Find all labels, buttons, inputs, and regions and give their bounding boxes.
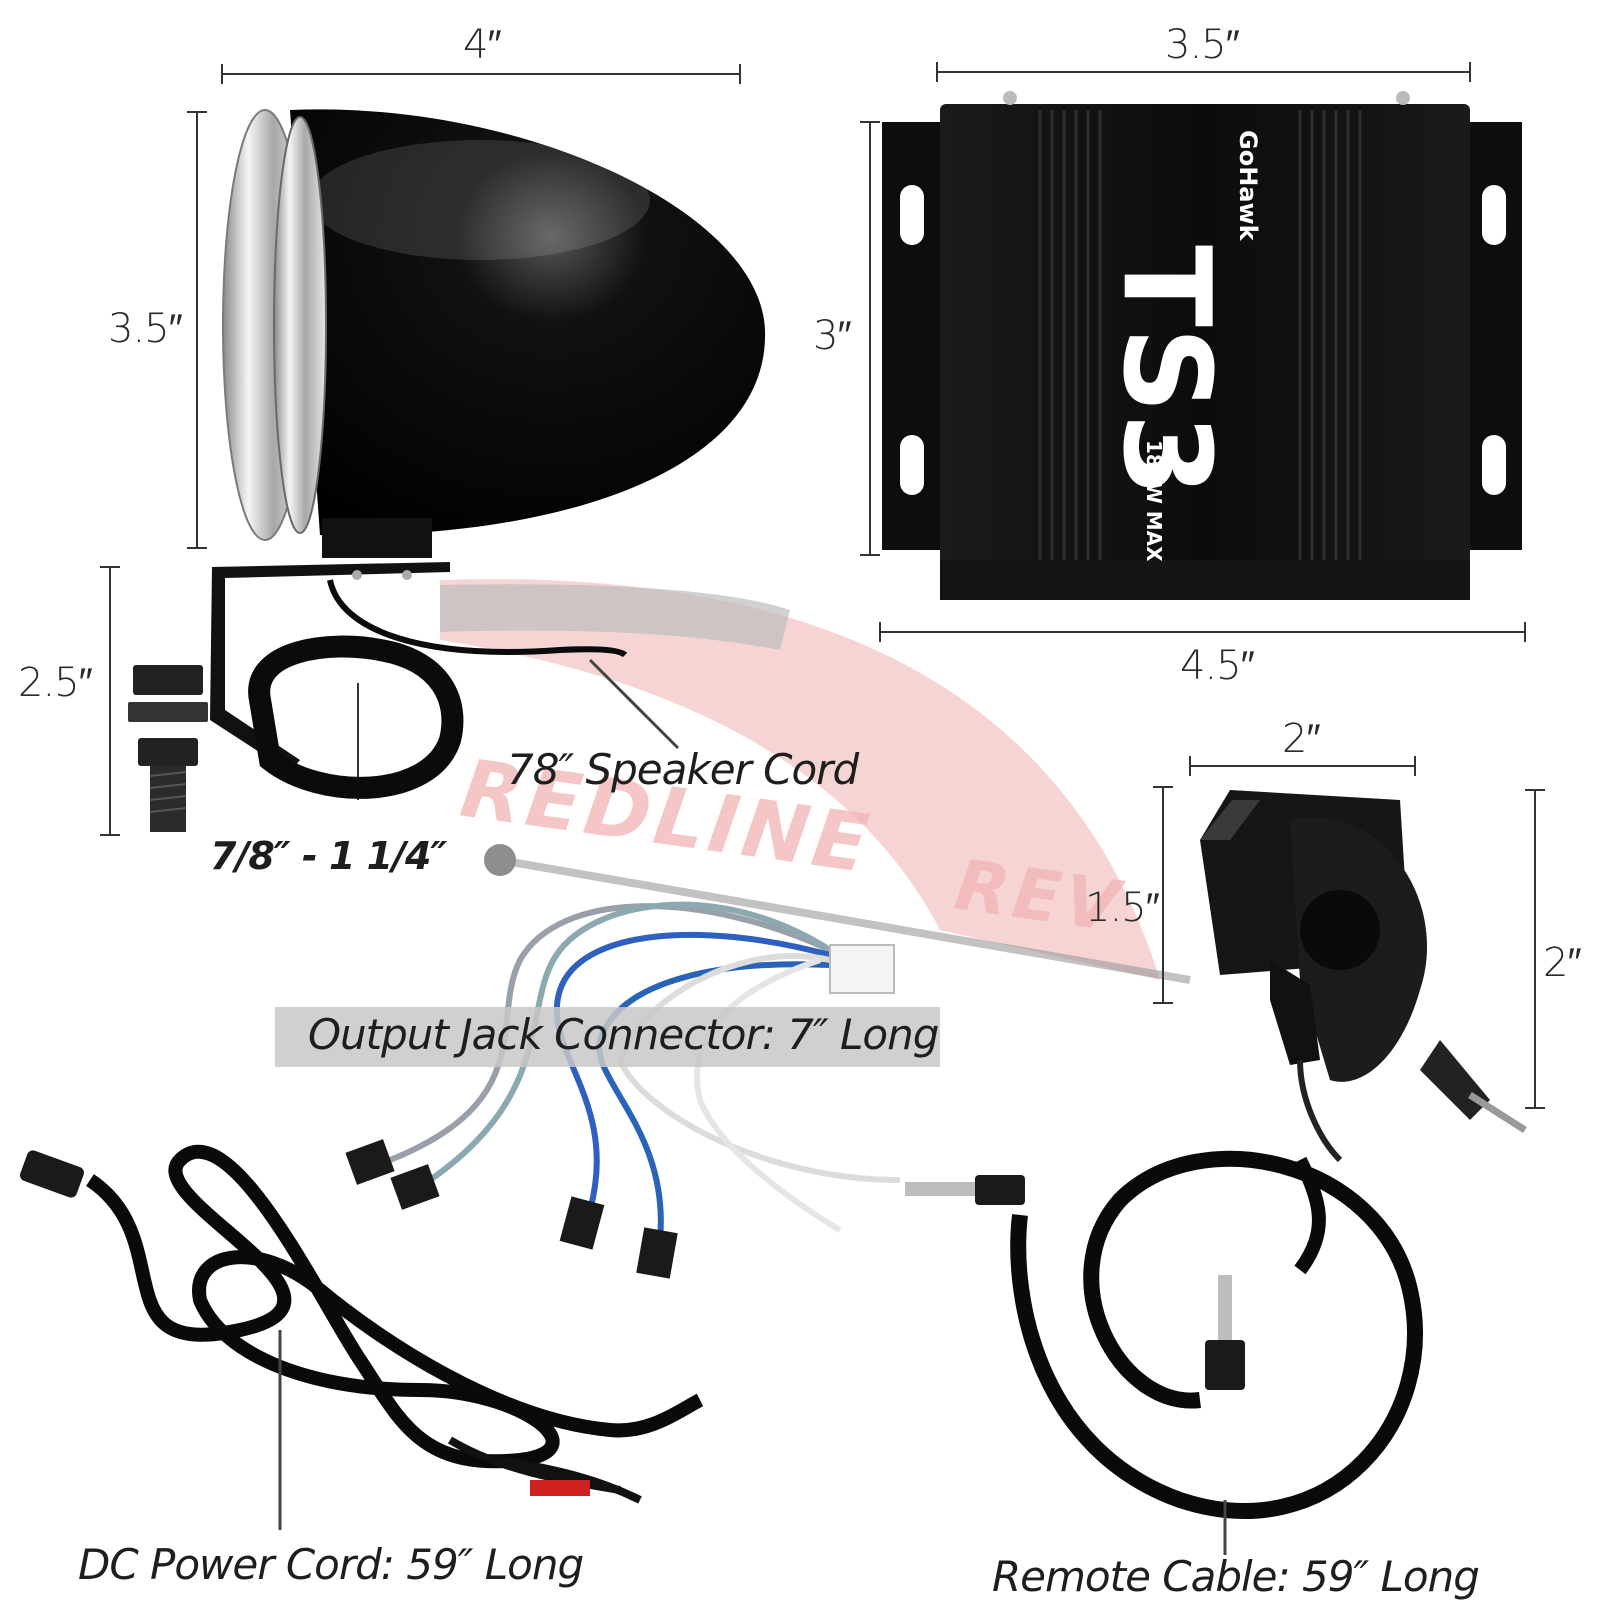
remote-control — [1200, 790, 1527, 1163]
amplifier — [882, 91, 1522, 600]
amp-height-label: 3″ — [813, 313, 852, 359]
remote-cable — [1010, 1150, 1423, 1519]
clamp-range-label: 7/8″ - 1 1/4″ — [210, 834, 447, 878]
watermark-arc — [440, 579, 1160, 980]
speaker-height-label: 3.5″ — [108, 306, 183, 352]
amp-power-label: 180W MAX — [1142, 440, 1166, 562]
watermark-needle-hub — [484, 844, 516, 876]
remote-plug2-body — [1205, 1340, 1245, 1390]
remote-height-label: 2″ — [1543, 940, 1582, 986]
remote-plug-tip — [905, 1182, 975, 1196]
dc-plug — [20, 1150, 84, 1198]
bracket-height-label: 2.5″ — [18, 660, 93, 706]
remote-cable-callout: Remote Cable: 59″ Long — [992, 1552, 1480, 1601]
speaker-cord-callout: 78″ Speaker Cord — [507, 745, 859, 794]
output-jack-harness — [388, 901, 901, 1241]
dc-power-callout: DC Power Cord: 59″ Long — [78, 1540, 584, 1589]
watermark-arc-gray — [440, 584, 790, 650]
harness-connectors — [345, 1139, 678, 1279]
jack-plug — [829, 944, 895, 994]
watermark-needle — [499, 856, 1191, 984]
amp-width-top-label: 3.5″ — [1165, 22, 1240, 68]
speaker-width-label: 4″ — [463, 22, 502, 68]
amp-brand-label: GoHawk — [1234, 130, 1262, 241]
dc-power-cord — [85, 1144, 704, 1504]
remote-width-label: 2″ — [1282, 716, 1321, 762]
speaker — [128, 109, 766, 832]
remote-depth-label: 1.5″ — [1085, 885, 1160, 931]
dimension-lines — [100, 62, 1545, 1109]
red-terminal — [530, 1480, 590, 1496]
output-jack-callout-band — [275, 1007, 940, 1067]
amp-width-bottom-label: 4.5″ — [1180, 643, 1255, 689]
output-jack-callout: Output Jack Connector: 7″ Long — [308, 1010, 939, 1059]
remote-plug2-tip — [1218, 1275, 1232, 1345]
remote-plug-body — [975, 1175, 1025, 1205]
